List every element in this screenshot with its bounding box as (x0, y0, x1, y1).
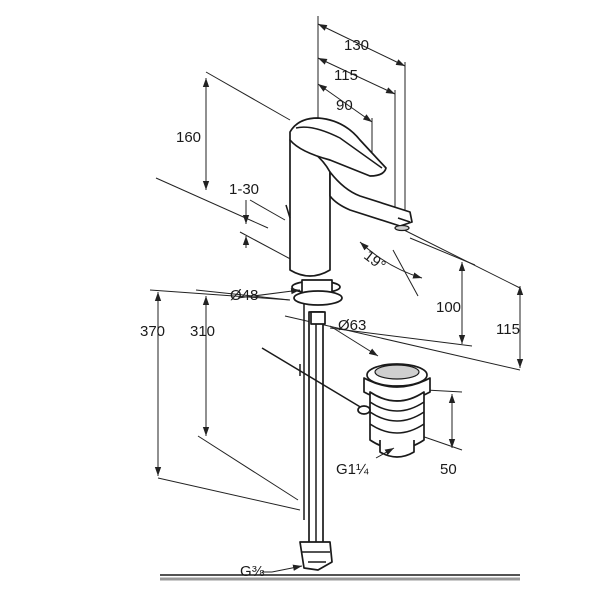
dim-1-30: 1-30 (229, 181, 259, 198)
dim-50: 50 (440, 461, 457, 478)
dim-diameter-63: Ø63 (338, 317, 366, 334)
faucet-base (289, 139, 331, 277)
dim-115-right: 115 (496, 321, 520, 338)
dim-310: 310 (190, 323, 215, 340)
dim-160: 160 (176, 129, 201, 146)
dim-130: 130 (344, 37, 369, 54)
thread-g1-1-4: G1¼ (336, 461, 369, 478)
dim-370: 370 (140, 323, 165, 340)
popup-waste (261, 347, 431, 458)
mounting-plate (293, 290, 343, 306)
spout (329, 171, 413, 227)
dim-115-top: 115 (334, 67, 358, 84)
dim-90: 90 (336, 97, 353, 114)
dim-diameter-48: Ø48 (230, 287, 258, 304)
faucet-body (285, 117, 413, 571)
dimension-labels: 130 115 90 160 1-30 19° 100 115 Ø48 Ø63 … (140, 37, 520, 580)
hose-fitting (299, 541, 333, 571)
aerator (394, 224, 410, 232)
dim-angle-19: 19° (360, 247, 388, 274)
dimension-lines (154, 23, 524, 573)
countertop-surface (160, 574, 520, 581)
lever-handle (289, 117, 387, 177)
thread-g3-8: G⅜ (240, 563, 265, 580)
dim-100: 100 (436, 299, 461, 316)
